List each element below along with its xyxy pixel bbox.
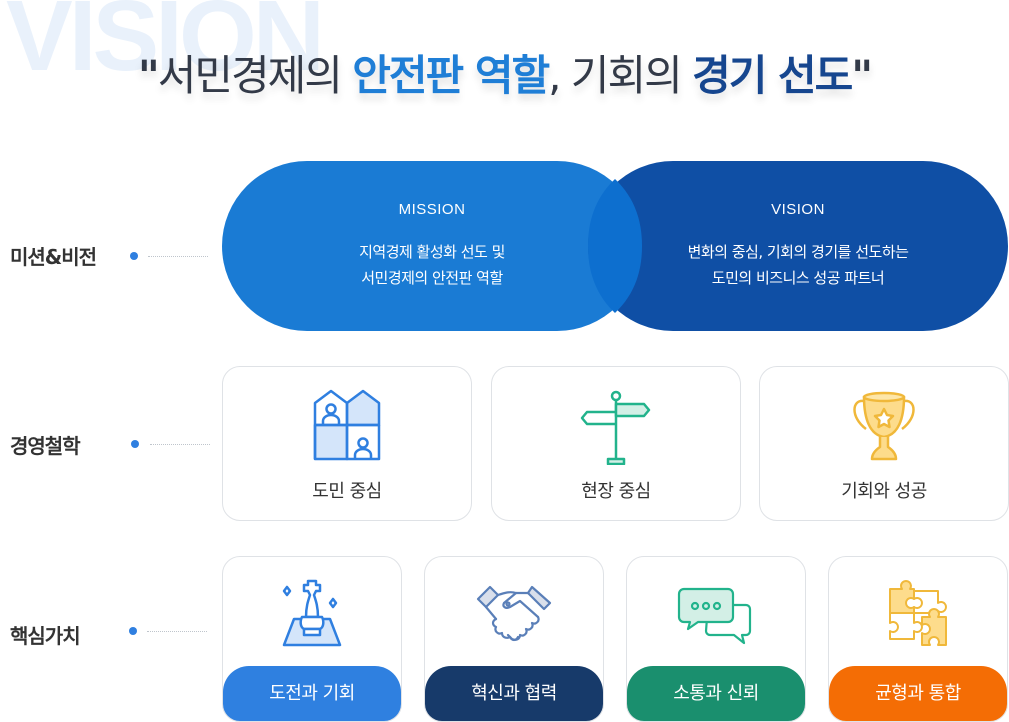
title-highlight-1: 안전판 역할	[352, 51, 550, 100]
mission-text: 지역경제 활성화 선도 및 서민경제의 안전판 역할	[222, 239, 642, 291]
philosophy-label: 현장 중심	[581, 481, 651, 502]
core-value-badge: 소통과 신뢰	[627, 666, 805, 721]
title-part1: 서민경제의	[157, 51, 353, 100]
signpost-icon	[580, 390, 651, 465]
vision-text: 변화의 중심, 기회의 경기를 선도하는 도민의 비즈니스 성공 파트너	[588, 239, 1008, 291]
connector-line	[150, 444, 210, 445]
handshake-icon	[476, 585, 552, 642]
core-value-badge: 혁신과 협력	[425, 666, 603, 721]
quote-open: "	[137, 51, 160, 100]
connector-line	[148, 256, 208, 257]
core-value-card: 혁신과 협력	[424, 556, 604, 722]
pill-overlap	[588, 179, 642, 313]
philosophy-label: 기회와 성공	[841, 481, 927, 502]
core-value-badge: 도전과 기회	[223, 666, 401, 721]
vision-line-1: 변화의 중심, 기회의 경기를 선도하는	[687, 243, 909, 261]
core-value-card: 소통과 신뢰	[626, 556, 806, 722]
connector-dot	[129, 627, 137, 635]
philosophy-card: 도민 중심	[222, 366, 472, 521]
mission-line-2: 서민경제의 안전판 역할	[361, 269, 503, 287]
core-value-badge: 균형과 통합	[829, 666, 1007, 721]
quote-close: "	[851, 51, 873, 100]
houses-people-icon	[313, 389, 381, 461]
title-part2: , 기회의	[548, 51, 693, 100]
core-value-card: 도전과 기회	[222, 556, 402, 722]
vision-pill: VISION 변화의 중심, 기회의 경기를 선도하는 도민의 비즈니스 성공 …	[588, 161, 1008, 331]
philosophy-card: 현장 중심	[491, 366, 741, 521]
trophy-icon	[853, 391, 915, 461]
connector-dot	[131, 440, 139, 448]
mission-line-1: 지역경제 활성화 선도 및	[359, 243, 505, 261]
row-label-mission-vision: 미션&비전	[10, 245, 97, 269]
background-watermark: VISION	[6, 0, 325, 92]
chess-king-icon	[282, 579, 342, 647]
core-value-card: 균형과 통합	[828, 556, 1008, 722]
page-title: "서민경제의 안전판 역할, 기회의 경기 선도"	[0, 42, 1009, 103]
philosophy-card: 기회와 성공	[759, 366, 1009, 521]
title-highlight-2: 경기 선도	[692, 51, 853, 100]
connector-dot	[130, 252, 138, 260]
mission-title: MISSION	[398, 201, 466, 218]
row-label-core-values: 핵심가치	[10, 624, 81, 648]
vision-line-2: 도민의 비즈니스 성공 파트너	[711, 269, 885, 287]
chat-bubbles-icon	[677, 587, 752, 645]
vision-title: VISION	[771, 201, 825, 218]
puzzle-icon	[889, 580, 947, 646]
philosophy-label: 도민 중심	[312, 481, 382, 502]
row-label-philosophy: 경영철학	[10, 434, 81, 458]
connector-line	[147, 631, 207, 632]
mission-pill: MISSION 지역경제 활성화 선도 및 서민경제의 안전판 역할	[222, 161, 642, 331]
